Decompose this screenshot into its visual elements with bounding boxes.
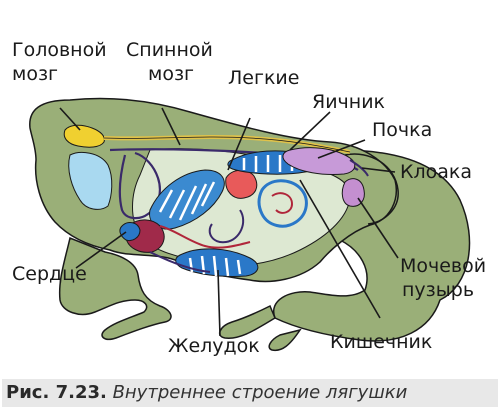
label-brain-line1: Головной [12,39,107,61]
label-bladder-line2: пузырь [402,279,474,301]
label-spinal-line1: Спинной [126,39,213,61]
caption-number: Рис. 7.23. [2,382,107,403]
ovary-shape [226,170,257,198]
label-bladder-line1: Мочевой [400,255,486,277]
label-heart: Сердце [12,263,87,285]
caption-text: Внутреннее строение лягушки [113,382,408,403]
label-lungs: Легкие [228,67,299,89]
frog-anatomy-diagram: Головной мозг Спинной мозг Легкие Яичник… [0,0,500,379]
label-spinal-line2: мозг [148,63,194,85]
label-brain-line2: мозг [12,63,58,85]
figure-caption: Рис. 7.23. Внутреннее строение лягушки [2,379,498,407]
label-kidney: Почка [372,119,432,141]
label-ovary: Яичник [312,91,385,113]
label-intestine: Кишечник [330,331,432,353]
label-cloaca: Клоака [400,161,472,183]
label-stomach: Желудок [168,335,260,357]
